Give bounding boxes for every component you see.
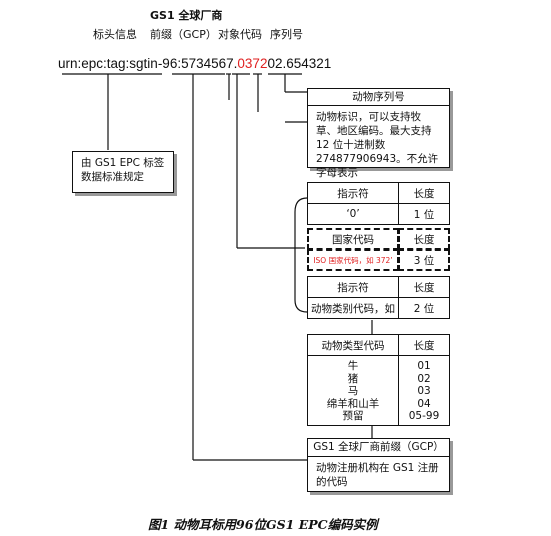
gcp-box: GS1 全球厂商前缀（GCP） 动物注册机构在 GS1 注册的代码 xyxy=(307,438,450,492)
header-info-label: 标头信息 xyxy=(93,28,137,41)
urn-serial: 654321 xyxy=(286,56,332,71)
gs1-label-line2: 前缀（GCP） xyxy=(150,28,217,41)
country-col1-header: 国家代码 xyxy=(307,228,399,250)
indicator-val2: 1 位 xyxy=(398,203,450,225)
serial-box-title: 动物序列号 xyxy=(308,89,449,106)
header-standard-body: 由 GS1 EPC 标签数据标准规定 xyxy=(81,157,165,183)
code-sheep-goat: 04 xyxy=(417,397,431,410)
country-col2-header: 长度 xyxy=(398,228,450,250)
urn-string: urn:epc:tag:sgtin-96:5734567.037202.6543… xyxy=(58,56,331,71)
animal-col2-header: 长度 xyxy=(398,334,450,356)
code-reserved: 05-99 xyxy=(408,410,440,423)
urn-prefix: urn:epc:tag:sgtin-96: xyxy=(58,56,182,71)
gcp-box-body: 动物注册机构在 GS1 注册的代码 xyxy=(316,462,439,488)
urn-species: 02 xyxy=(267,56,283,71)
species-col1-header: 指示符 xyxy=(307,276,399,298)
indicator-col2-header: 长度 xyxy=(398,182,450,204)
species-val1: 动物类别代码，如 xyxy=(307,297,399,319)
species-col2-header: 长度 xyxy=(398,276,450,298)
object-code-label: 对象代码 xyxy=(218,28,262,41)
animal-col1-header: 动物类型代码 xyxy=(307,334,399,356)
animal-pig: 猪 xyxy=(347,372,359,385)
gcp-box-title: GS1 全球厂商前缀（GCP） xyxy=(308,439,449,457)
country-val1: ISO 国家代码，如 372’ xyxy=(307,249,399,271)
gs1-label-line1: GS1 全球厂商 xyxy=(150,9,223,22)
code-horse: 03 xyxy=(417,385,431,398)
urn-dot1: . xyxy=(233,56,238,71)
urn-dot2: . xyxy=(282,56,287,71)
indicator-col1-header: 指示符 xyxy=(307,182,399,204)
code-pig: 02 xyxy=(417,372,431,385)
animal-sheep-goat: 绵羊和山羊 xyxy=(326,397,380,410)
indicator-val1: ‘0’ xyxy=(307,203,399,225)
code-cattle: 01 xyxy=(417,360,431,372)
urn-gcp: 5734567 xyxy=(181,56,234,71)
animal-cattle: 牛 xyxy=(347,360,359,372)
serial-box: 动物序列号 动物标识，可以支持牧草、地区编码。最大支持 12 位十进制数 274… xyxy=(307,88,450,179)
serial-label: 序列号 xyxy=(270,28,303,41)
figure-caption: 图1 动物耳标用96位GS1 EPC编码实例 xyxy=(148,517,378,532)
urn-indicator: 0 xyxy=(237,56,245,71)
species-val2: 2 位 xyxy=(398,297,450,319)
country-val2: 3 位 xyxy=(398,249,450,271)
animal-code-cell: 01 02 03 04 05-99 xyxy=(398,355,450,426)
animal-horse: 马 xyxy=(347,385,359,398)
animal-reserved: 预留 xyxy=(342,410,364,423)
serial-box-body: 动物标识，可以支持牧草、地区编码。最大支持 12 位十进制数 274877906… xyxy=(316,111,439,179)
animal-list-cell: 牛 猪 马 绵羊和山羊 预留 xyxy=(307,355,399,426)
urn-country: 372 xyxy=(244,56,268,71)
header-standard-box: 由 GS1 EPC 标签数据标准规定 xyxy=(72,151,174,193)
